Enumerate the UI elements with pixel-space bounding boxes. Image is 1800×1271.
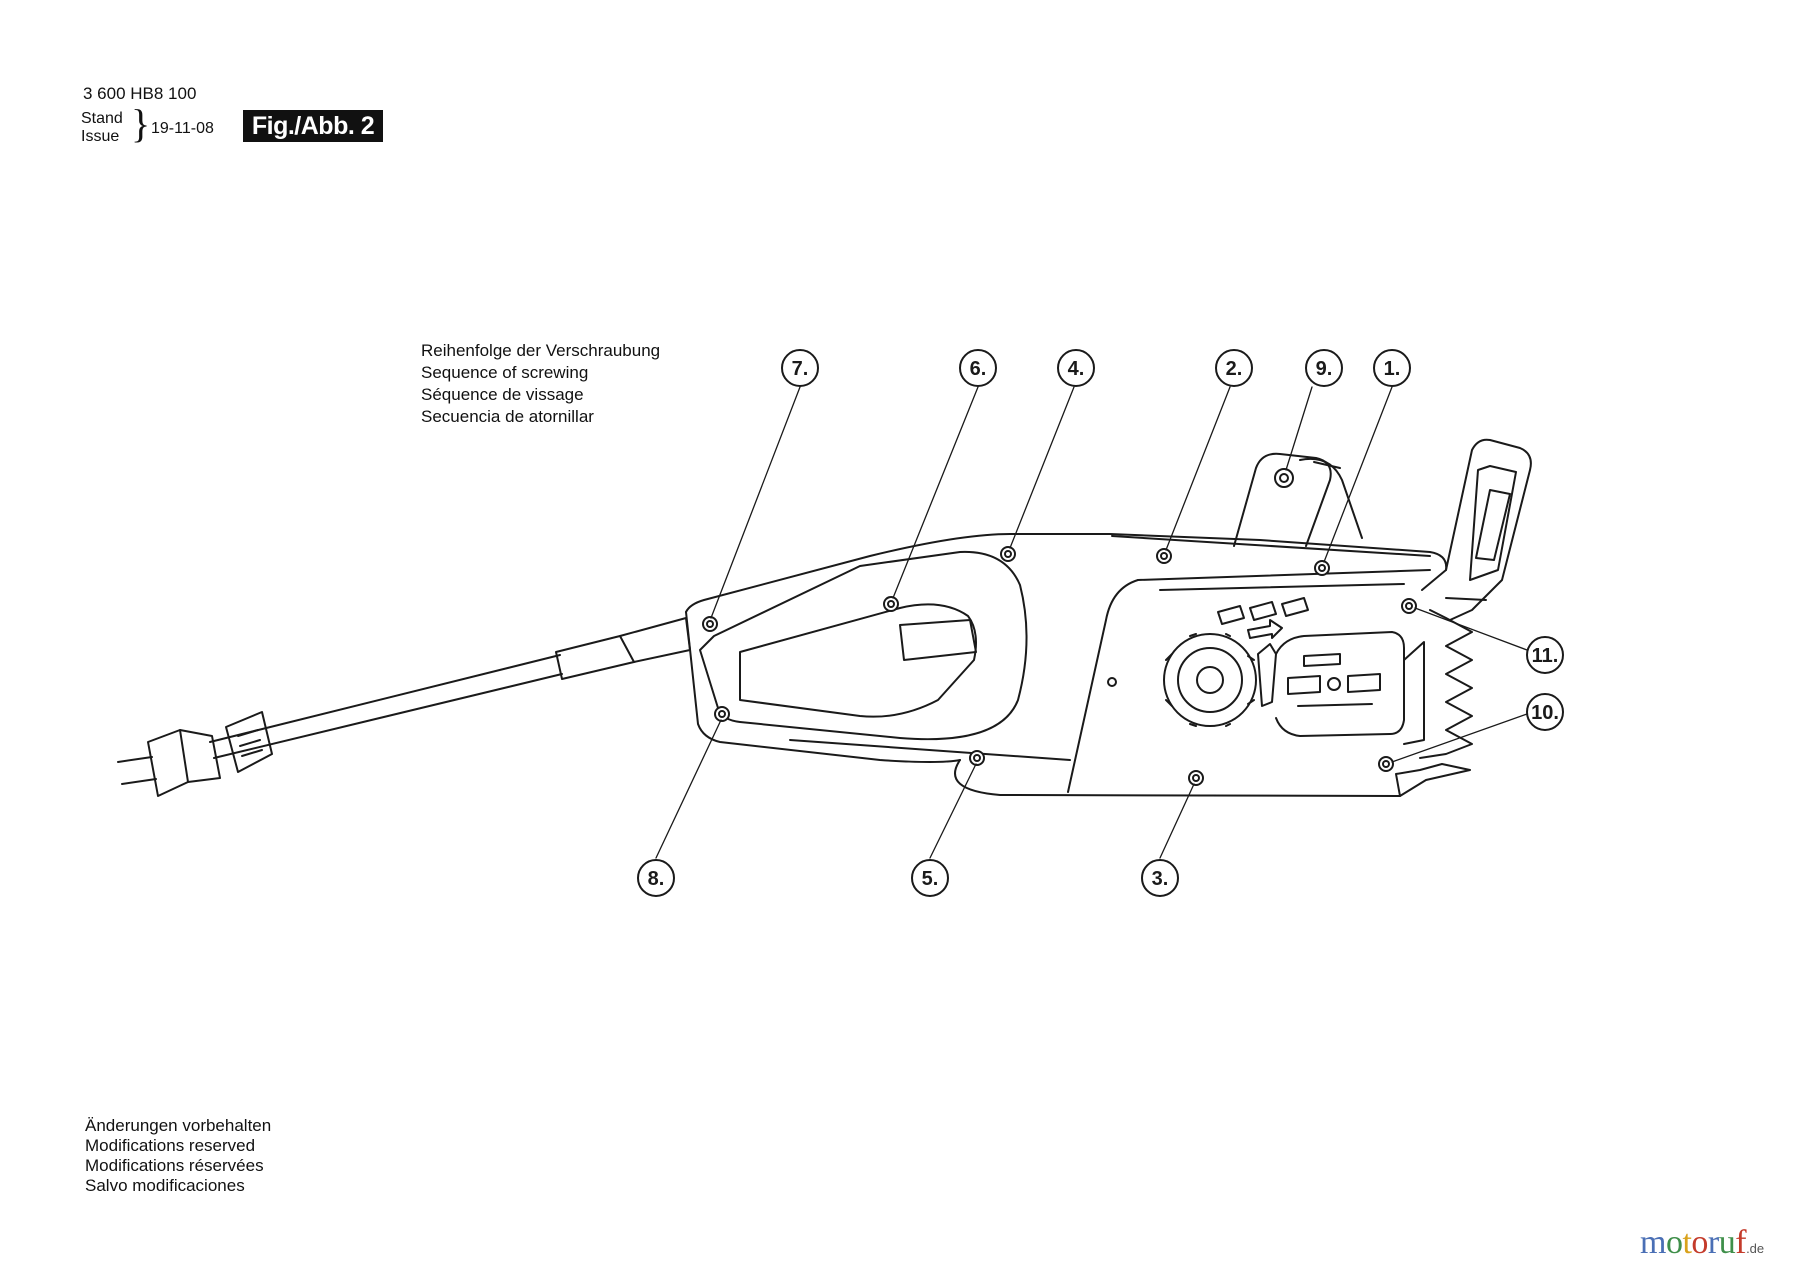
watermark-letter: r — [1707, 1224, 1719, 1261]
watermark-letter: u — [1718, 1224, 1736, 1261]
modifications-de: Änderungen vorbehalten — [85, 1116, 272, 1135]
callout-circle — [1215, 349, 1253, 387]
callout-circle — [1373, 349, 1411, 387]
callout-label: 6. — [970, 358, 987, 380]
screw-sequence-title: Reihenfolge der Verschraubung Sequence o… — [421, 340, 660, 428]
issue-date: 19-11-08 — [151, 120, 214, 137]
watermark-suffix: .de — [1746, 1241, 1765, 1256]
sequence-title-es: Secuencia de atornillar — [421, 407, 594, 426]
callout-6: 6. — [959, 349, 997, 387]
callout-circle — [781, 349, 819, 387]
callout-label: 10. — [1531, 702, 1559, 724]
callout-1: 1. — [1373, 349, 1411, 387]
watermark-letter: f — [1735, 1224, 1747, 1261]
rear-housing — [685, 533, 1448, 797]
callout-circle — [1305, 349, 1343, 387]
modifications-es: Salvo modificaciones — [85, 1176, 245, 1195]
leader-lines — [655, 386, 1528, 859]
callout-circle — [1526, 693, 1564, 731]
modifications-en: Modifications reserved — [85, 1136, 256, 1155]
callout-8: 8. — [637, 859, 675, 897]
callout-10: 10. — [1526, 693, 1564, 731]
callout-label: 4. — [1068, 358, 1085, 380]
modifications-note: Änderungen vorbehalten Modifications res… — [85, 1116, 271, 1196]
brace-glyph: } — [131, 101, 151, 146]
callout-3: 3. — [1141, 859, 1179, 897]
callout-circle — [1526, 636, 1564, 674]
callout-bubbles: 1. 2. 3. 4. 5. 6. 7. 8. 9. 10. 11. — [637, 349, 1564, 897]
sequence-title-fr: Séquence de vissage — [421, 385, 584, 404]
callout-circle — [1141, 859, 1179, 897]
callout-4: 4. — [1057, 349, 1095, 387]
chain-sprocket — [1163, 633, 1257, 727]
screws — [702, 546, 1417, 786]
rear-bracket — [1233, 452, 1363, 547]
callout-9: 9. — [1305, 349, 1343, 387]
sequence-title-en: Sequence of screwing — [421, 363, 589, 382]
watermark-letter: o — [1691, 1224, 1708, 1261]
power-cord — [209, 617, 691, 759]
issue-label: Issue — [81, 128, 120, 145]
callout-circle — [1057, 349, 1095, 387]
bar-clamp — [1257, 631, 1425, 745]
callout-label: 11. — [1532, 645, 1559, 667]
watermark-text: motoruf — [1640, 1224, 1747, 1261]
watermark-letter: t — [1682, 1224, 1692, 1261]
callout-label: 8. — [648, 868, 665, 890]
spike-bumper — [1395, 609, 1473, 797]
callout-circle — [637, 859, 675, 897]
modifications-fr: Modifications réservées — [85, 1156, 264, 1175]
callout-label: 1. — [1384, 358, 1401, 380]
callout-label: 3. — [1152, 868, 1169, 890]
callout-circle — [911, 859, 949, 897]
callout-label: 7. — [792, 358, 809, 380]
callout-11: 11. — [1526, 636, 1564, 674]
callout-5: 5. — [911, 859, 949, 897]
callout-7: 7. — [781, 349, 819, 387]
callout-label: 5. — [922, 868, 939, 890]
part-number: 3 600 HB8 100 — [83, 84, 197, 103]
callout-label: 2. — [1226, 358, 1243, 380]
callout-circle — [959, 349, 997, 387]
watermark-letter: m — [1640, 1224, 1666, 1261]
chain-direction-symbol — [1217, 597, 1309, 639]
callout-2: 2. — [1215, 349, 1253, 387]
motoruf-watermark: motoruf.de — [1640, 1224, 1764, 1262]
watermark-letter: o — [1665, 1224, 1683, 1261]
callout-label: 9. — [1316, 358, 1333, 380]
front-handguard — [1445, 438, 1532, 621]
plug — [117, 711, 273, 797]
sequence-title-de: Reihenfolge der Verschraubung — [421, 341, 661, 360]
figure-label: Fig./Abb. 2 — [243, 110, 383, 142]
chain-cover — [1067, 535, 1431, 793]
stand-label: Stand — [81, 110, 123, 127]
stand-issue-label: Stand Issue — [81, 110, 123, 146]
